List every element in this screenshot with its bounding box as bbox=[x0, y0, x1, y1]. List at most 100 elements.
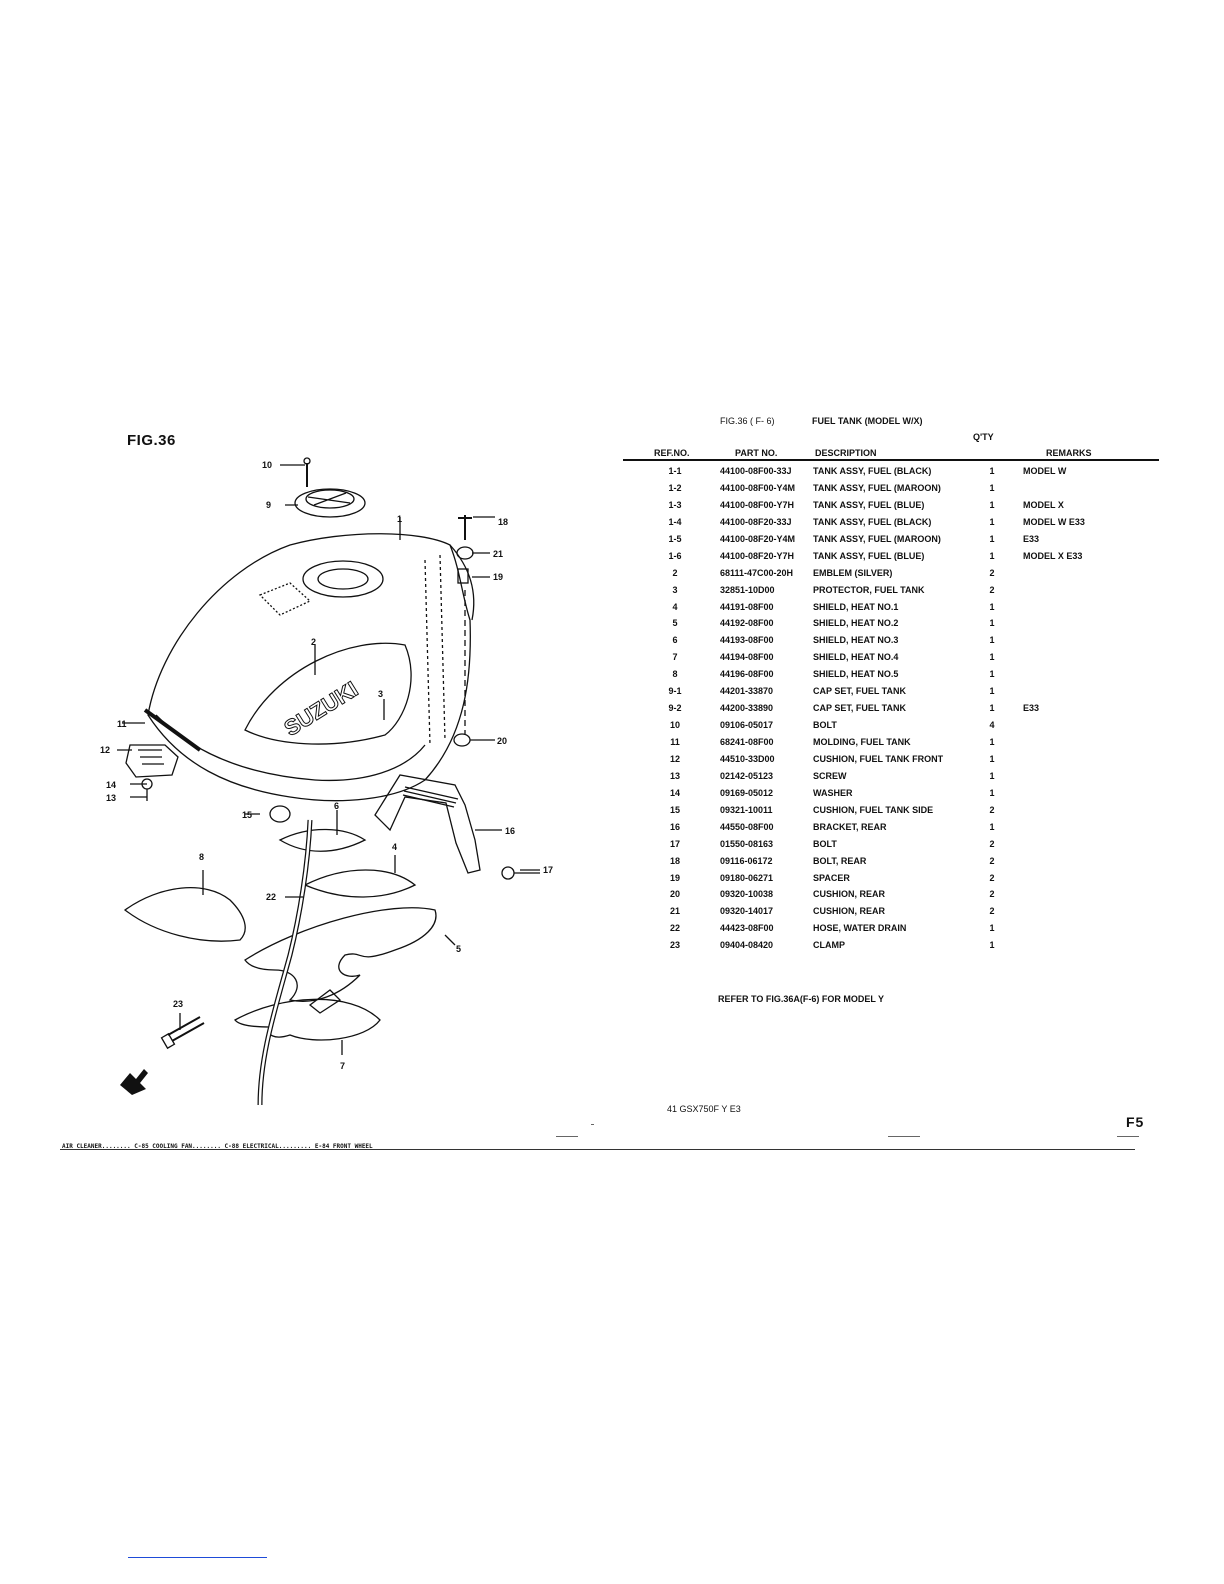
callout-11: 11 bbox=[117, 719, 127, 729]
description-cell: BOLT bbox=[813, 720, 837, 731]
qty-cell: 1 bbox=[989, 550, 995, 561]
front-direction-arrow-icon bbox=[120, 1069, 148, 1095]
part-no-cell: 09404-08420 bbox=[720, 940, 774, 951]
callout-7: 7 bbox=[340, 1061, 345, 1071]
part-no-cell: 44194-08F00 bbox=[720, 652, 774, 663]
description-cell: SCREW bbox=[813, 770, 847, 781]
cushion-rear-shape bbox=[453, 733, 471, 747]
qty-cell: 1 bbox=[989, 787, 995, 798]
heat-shield-6 bbox=[278, 828, 367, 852]
part-no-cell: 09169-05012 bbox=[720, 787, 774, 798]
tank-badge-outline bbox=[258, 582, 312, 616]
qty-cell: 2 bbox=[989, 889, 995, 900]
remarks-cell: MODEL X bbox=[1023, 499, 1064, 510]
ref-no-cell: 1-2 bbox=[668, 482, 682, 493]
remarks-cell: MODEL W bbox=[1023, 466, 1067, 476]
table-caption-title: FUEL TANK (MODEL W/X) bbox=[812, 416, 923, 426]
table-caption-fig: FIG.36 ( F- 6) bbox=[720, 416, 775, 426]
part-no-cell: 09320-10038 bbox=[720, 889, 774, 900]
part-no-cell: 44100-08F00-Y7H bbox=[720, 499, 795, 510]
part-no-cell: 44192-08F00 bbox=[720, 618, 774, 629]
description-header: DESCRIPTION bbox=[815, 448, 877, 458]
part-no-cell: 44100-08F20-Y7H bbox=[720, 550, 795, 561]
description-cell: BOLT bbox=[813, 838, 837, 849]
callout-6: 6 bbox=[334, 801, 339, 811]
ref-no-cell: 9-2 bbox=[668, 703, 682, 714]
qty-cell: 1 bbox=[989, 821, 995, 832]
ref-no-header: REF.NO. bbox=[654, 448, 690, 458]
part-no-cell: 09180-06271 bbox=[720, 872, 774, 883]
ref-no-cell: 9-1 bbox=[668, 686, 682, 697]
qty-cell: 1 bbox=[989, 923, 995, 934]
part-no-cell: 09320-14017 bbox=[720, 906, 774, 917]
part-no-cell: 44100-08F20-Y4M bbox=[720, 533, 796, 544]
ref-no-cell: 19 bbox=[669, 872, 680, 883]
callout-23: 23 bbox=[173, 999, 183, 1009]
description-cell: CUSHION, FUEL TANK SIDE bbox=[813, 804, 934, 815]
index-strip: AIR CLEANER........ C-85 COOLING FAN....… bbox=[62, 1143, 373, 1150]
footer-rule bbox=[60, 1149, 1135, 1150]
bracket-rear bbox=[374, 774, 481, 874]
part-no-cell: 44193-08F00 bbox=[720, 635, 774, 646]
qty-cell: 4 bbox=[989, 720, 995, 731]
callout-20: 20 bbox=[497, 736, 507, 746]
callout-17: 17 bbox=[543, 865, 553, 875]
description-cell: SHIELD, HEAT NO.4 bbox=[813, 652, 899, 663]
part-no-cell: 68241-08F00 bbox=[720, 737, 774, 747]
callout-1: 1 bbox=[397, 514, 402, 524]
description-cell: TANK ASSY, FUEL (MAROON) bbox=[813, 482, 941, 493]
model-note: REFER TO FIG.36A(F-6) FOR MODEL Y bbox=[718, 994, 885, 1004]
description-cell: BRACKET, REAR bbox=[813, 821, 887, 832]
description-cell: TANK ASSY, FUEL (BLUE) bbox=[813, 550, 925, 561]
qty-cell: 1 bbox=[989, 482, 995, 493]
callout-10: 10 bbox=[262, 460, 272, 470]
part-no-cell: 44100-08F00-Y4M bbox=[720, 482, 796, 493]
ref-no-cell: 10 bbox=[669, 720, 680, 731]
ref-no-cell: 12 bbox=[669, 753, 680, 764]
bolt-rear-shape bbox=[458, 515, 472, 540]
ref-no-cell: 3 bbox=[672, 584, 678, 595]
callout-8: 8 bbox=[199, 852, 204, 862]
remarks-cell: E33 bbox=[1023, 703, 1040, 714]
part-no-cell: 44100-08F00-33J bbox=[720, 466, 792, 476]
water-drain-hose bbox=[257, 819, 313, 1106]
blue-underline bbox=[128, 1557, 267, 1558]
part-no-cell: 44201-33870 bbox=[720, 686, 774, 697]
qty-cell: 1 bbox=[989, 618, 995, 629]
part-no-cell: 09106-05017 bbox=[720, 720, 774, 731]
description-cell: BOLT, REAR bbox=[813, 855, 867, 866]
qty-cell: 1 bbox=[989, 686, 995, 697]
ref-no-cell: 14 bbox=[669, 787, 680, 798]
ref-no-cell: 6 bbox=[672, 635, 678, 646]
table-header-rule bbox=[623, 459, 1159, 461]
ref-no-cell: 4 bbox=[672, 601, 678, 612]
remarks-cell: MODEL W E33 bbox=[1023, 516, 1085, 527]
ref-no-cell: 23 bbox=[669, 940, 680, 951]
ref-no-cell: 17 bbox=[669, 838, 680, 849]
callout-4: 4 bbox=[392, 842, 397, 852]
callout-2: 2 bbox=[311, 637, 316, 647]
emblem-text: SUZUKI bbox=[280, 676, 363, 741]
ref-no-cell: 1-4 bbox=[668, 516, 682, 527]
part-no-cell: 09321-10011 bbox=[720, 804, 773, 815]
description-cell: CUSHION, REAR bbox=[813, 906, 886, 917]
page-number: F5 bbox=[1126, 1114, 1145, 1130]
callout-18: 18 bbox=[498, 517, 508, 527]
ref-no-cell: 1-3 bbox=[668, 499, 682, 510]
qty-cell: 1 bbox=[989, 499, 995, 510]
qty-cell: 1 bbox=[989, 533, 995, 544]
callout-16: 16 bbox=[505, 826, 515, 836]
qty-cell: 1 bbox=[989, 601, 995, 612]
ref-no-cell: 11 bbox=[670, 737, 680, 747]
qty-header: Q'TY bbox=[973, 432, 994, 442]
ref-no-cell: 15 bbox=[669, 804, 680, 815]
description-cell: CLAMP bbox=[813, 940, 845, 951]
part-no-cell: 44196-08F00 bbox=[720, 669, 774, 680]
qty-cell: 1 bbox=[989, 940, 995, 951]
part-no-cell: 32851-10D00 bbox=[720, 584, 775, 595]
description-cell: PROTECTOR, FUEL TANK bbox=[813, 584, 925, 595]
qty-cell: 2 bbox=[989, 567, 995, 578]
part-no-cell: 44510-33D00 bbox=[720, 753, 775, 764]
clamp-shape bbox=[167, 1016, 205, 1042]
description-cell: HOSE, WATER DRAIN bbox=[813, 923, 907, 934]
